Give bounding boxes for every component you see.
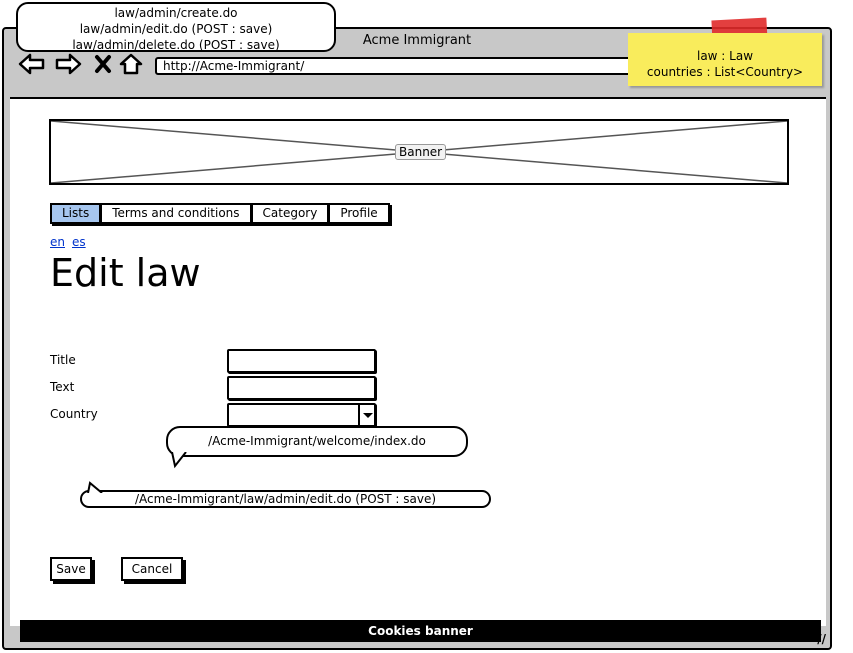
sticky-line-countries: countries : List<Country>: [646, 65, 804, 79]
chevron-down-icon[interactable]: [358, 405, 374, 425]
country-select[interactable]: [227, 403, 376, 427]
banner: Banner: [49, 119, 789, 185]
tab-terms-and-conditions[interactable]: Terms and conditions: [101, 203, 252, 224]
close-icon[interactable]: [94, 52, 112, 76]
annotation-edit: law/admin/edit.do (POST : save): [79, 22, 273, 36]
browser-window: Acme Immigrant http://Acme-Immigrant/ Ba…: [2, 27, 832, 650]
window-title: Acme Immigrant: [362, 33, 472, 48]
tab-profile[interactable]: Profile: [329, 203, 390, 224]
page-title: Edit law: [50, 251, 201, 295]
sticky-note: law : Law countries : List<Country>: [628, 33, 822, 86]
banner-label: Banner: [395, 144, 447, 160]
cancel-button[interactable]: Cancel: [121, 557, 183, 581]
forward-arrow-icon[interactable]: [54, 52, 82, 76]
country-label: Country: [50, 407, 98, 421]
language-link-en[interactable]: en: [50, 235, 65, 249]
text-label: Text: [50, 380, 75, 394]
top-annotation-bubble: law/admin/create.do law/admin/edit.do (P…: [16, 2, 336, 52]
cancel-bubble-pointer: [171, 452, 187, 469]
text-input[interactable]: [227, 376, 376, 400]
cookies-banner: Cookies banner: [20, 620, 821, 642]
tab-lists[interactable]: Lists: [50, 203, 102, 224]
save-bubble-pointer: [87, 481, 103, 493]
title-input[interactable]: [227, 349, 376, 373]
back-arrow-icon[interactable]: [18, 52, 46, 76]
annotation-create: law/admin/create.do: [114, 6, 238, 20]
cancel-annotation-bubble: /Acme-Immigrant/welcome/index.do: [166, 426, 468, 457]
url-bar[interactable]: http://Acme-Immigrant/: [155, 57, 675, 75]
title-label: Title: [50, 353, 76, 367]
save-annotation-bubble: /Acme-Immigrant/law/admin/edit.do (POST …: [80, 490, 491, 508]
home-icon[interactable]: [119, 52, 143, 76]
save-button[interactable]: Save: [50, 557, 92, 581]
page-content: Banner Lists Terms and conditions Catego…: [10, 97, 826, 642]
sticky-line-law: law : Law: [696, 49, 754, 63]
language-link-es[interactable]: es: [72, 235, 86, 249]
tab-category[interactable]: Category: [251, 203, 330, 224]
tab-bar: Lists Terms and conditions Category Prof…: [50, 203, 390, 224]
annotation-delete: law/admin/delete.do (POST : save): [72, 38, 280, 52]
resize-grip-icon[interactable]: //: [817, 632, 826, 646]
